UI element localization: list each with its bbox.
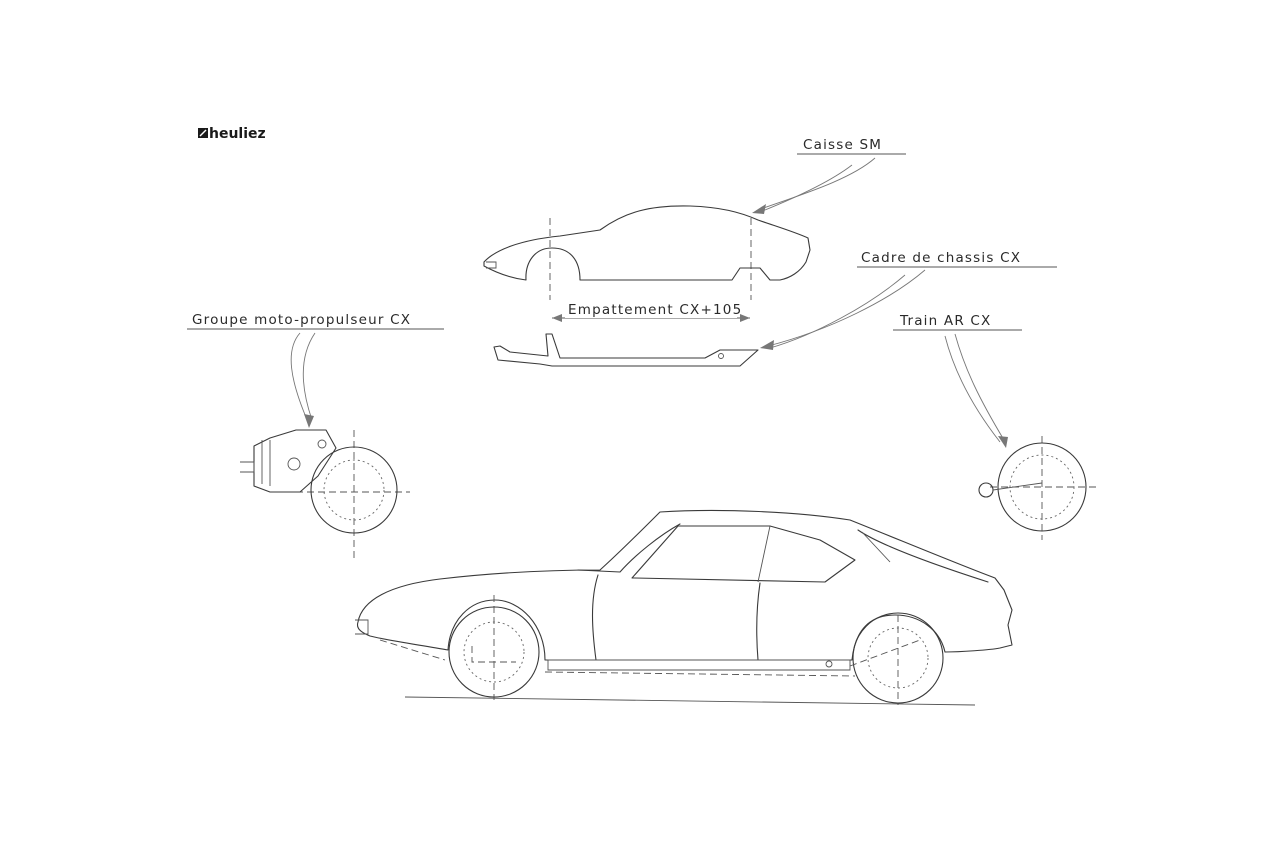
wheelbase-dimension: Empattement CX+105 (552, 300, 750, 322)
car-chassis-hidden-line (379, 639, 856, 677)
heuliez-logo: heuliez (198, 126, 266, 142)
front-wheel-rim (463, 621, 525, 683)
arrow-cadre-head (760, 340, 774, 350)
sm-body-shell (483, 205, 811, 300)
car-chassis-hole (825, 660, 833, 668)
arrow-cadre (767, 269, 926, 347)
arrow-train-head (998, 436, 1008, 448)
front-wheel-hub (471, 646, 516, 663)
label-groupe-text: Groupe moto-propulseur CX (192, 312, 411, 328)
arrow-groupe-2 (302, 332, 316, 421)
label-train-text: Train AR CX (899, 313, 991, 329)
powertrain-wheel-outer (310, 446, 398, 534)
chassis-frame (493, 333, 759, 367)
label-groupe: Groupe moto-propulseur CX (187, 312, 444, 428)
wheelbase-label-bg (565, 300, 737, 318)
rear-wheel-rim (867, 627, 929, 689)
label-caisse-text: Caisse SM (803, 137, 882, 153)
car-door-rear (756, 582, 761, 661)
powertrain-shaft (240, 461, 255, 473)
label-train: Train AR CX (893, 313, 1022, 448)
car-windshield (577, 523, 681, 573)
rear-axle-drawing (978, 436, 1100, 540)
powertrain-flange (261, 440, 271, 486)
powertrain-wheel-inner (323, 459, 385, 521)
arrow-caisse (757, 157, 876, 211)
label-cadre-text: Cadre de chassis CX (861, 250, 1021, 266)
wheelbase-label: Empattement CX+105 (568, 302, 742, 318)
body-outline (483, 205, 811, 281)
wheelbase-arrow-right (740, 314, 750, 322)
logo-text: heuliez (209, 126, 266, 142)
car-door-front (591, 574, 599, 661)
rear-wheel-inner (1009, 454, 1075, 520)
label-caisse: Caisse SM (752, 137, 906, 214)
wheelbase-arrow-left (552, 314, 562, 322)
rear-pivot (978, 482, 994, 498)
car-rear-window (857, 529, 989, 583)
ground-line (404, 696, 976, 706)
arrow-caisse-2 (759, 164, 853, 213)
powertrain-drawing (240, 429, 410, 560)
arrow-groupe (290, 332, 309, 423)
arrow-train-2 (944, 335, 1001, 443)
powertrain-gearbox (253, 429, 337, 493)
car-front-bumper (355, 619, 369, 635)
car-body-outline (356, 509, 1013, 661)
car-b-pillar (757, 525, 771, 583)
car-c-pillar-line (861, 531, 891, 563)
arrow-caisse-head (752, 204, 766, 214)
chassis-outline (493, 333, 759, 367)
powertrain-bolt (287, 457, 301, 471)
car-side-view (355, 509, 1013, 706)
front-wheel-tyre (448, 606, 540, 698)
rear-wheel-arm (849, 639, 921, 667)
label-cadre: Cadre de chassis CX (760, 250, 1057, 350)
chassis-hole (718, 353, 724, 359)
arrow-groupe-head (304, 414, 314, 428)
logo-mark-stroke (199, 129, 207, 137)
arrow-cadre-2 (769, 274, 906, 349)
rear-wheel-tyre (852, 612, 944, 704)
car-side-window (631, 525, 856, 583)
body-front-bumper (486, 261, 497, 269)
rear-wheel-outer (997, 442, 1087, 532)
powertrain-bolt-2 (317, 439, 327, 449)
arrow-train (954, 333, 1005, 441)
rear-arm (992, 482, 1043, 491)
car-sill (547, 659, 851, 671)
